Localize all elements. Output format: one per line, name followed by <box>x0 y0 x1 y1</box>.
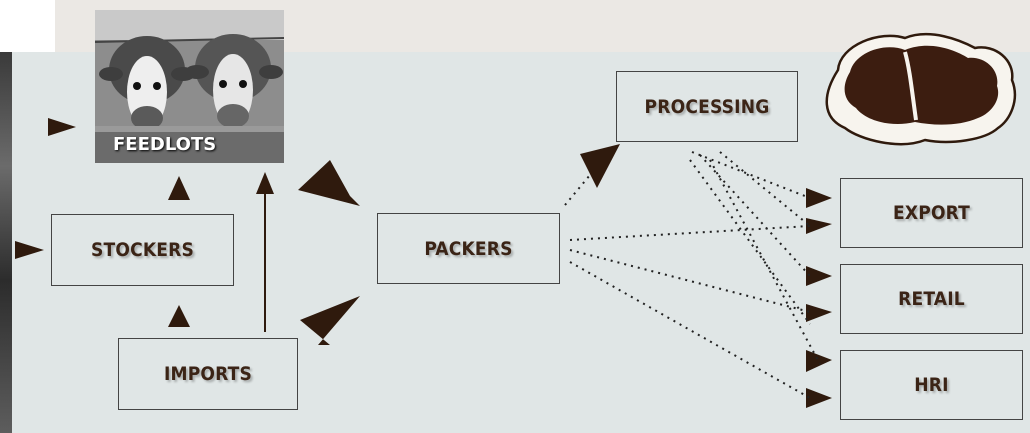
left-photo-strip <box>0 52 12 433</box>
feedlots-photo: FEEDLOTS <box>95 10 284 163</box>
arrow-icon <box>168 305 190 327</box>
arrow-icon <box>256 172 274 194</box>
corner-block <box>0 0 55 52</box>
export-label: EXPORT <box>892 202 971 224</box>
arrow-icon <box>806 388 832 408</box>
arrow-icon <box>48 118 76 136</box>
arrow-icon <box>806 304 832 322</box>
arrow-icon <box>300 296 360 345</box>
arrow-icon <box>168 176 190 200</box>
arrow-icon <box>806 266 832 286</box>
stockers-label: STOCKERS <box>90 239 195 261</box>
packers-box: PACKERS <box>377 213 560 284</box>
imports-box: IMPORTS <box>118 338 298 410</box>
hri-box: HRI <box>840 350 1023 420</box>
arrow-icon <box>298 160 360 206</box>
retail-label: RETAIL <box>898 288 965 310</box>
feedlots-label: FEEDLOTS <box>113 134 217 155</box>
arrow-icon <box>580 144 620 188</box>
processing-label: PROCESSING <box>644 95 770 118</box>
retail-box: RETAIL <box>840 264 1023 334</box>
arrow-icon <box>806 188 832 208</box>
cattle-photo <box>95 10 284 163</box>
stockers-box: STOCKERS <box>51 214 234 286</box>
processing-box: PROCESSING <box>616 71 798 142</box>
arrow-icon <box>806 218 832 234</box>
arrow-icon <box>806 350 832 372</box>
imports-label: IMPORTS <box>163 363 253 385</box>
packers-label: PACKERS <box>424 237 513 260</box>
hri-label: HRI <box>914 374 949 396</box>
steak-icon <box>825 33 1017 146</box>
export-box: EXPORT <box>840 178 1023 248</box>
arrow-icon <box>15 241 44 259</box>
